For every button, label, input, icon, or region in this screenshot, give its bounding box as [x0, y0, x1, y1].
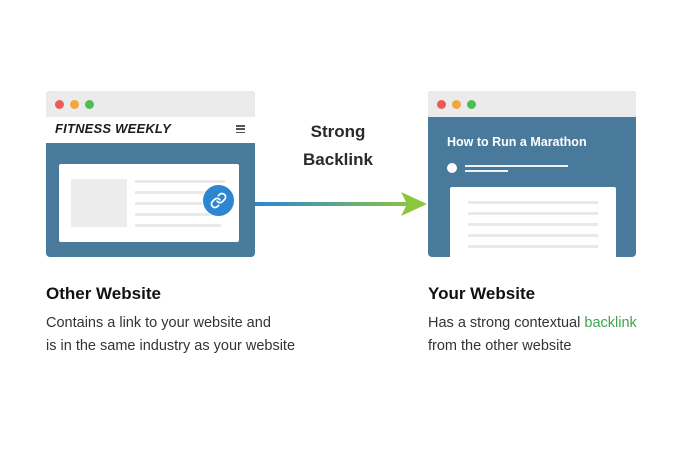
window-minimize-dot — [452, 100, 461, 109]
your-website-desc-line1: Has a strong contextual backlink — [428, 315, 637, 331]
your-website-title: Your Website — [428, 284, 536, 303]
window-maximize-dot — [85, 100, 94, 109]
article-title: How to Run a Marathon — [447, 135, 587, 149]
site-nav-bar: FITNESS WEEKLY — [46, 117, 255, 143]
text-line-placeholder — [135, 191, 225, 194]
byline-line — [465, 165, 568, 167]
text-line-placeholder — [468, 212, 598, 215]
window-close-dot — [437, 100, 446, 109]
text-line-placeholder — [468, 245, 598, 248]
window-close-dot — [55, 100, 64, 109]
text-line-placeholder — [468, 201, 598, 204]
window-title-bar — [428, 91, 636, 117]
other-website-desc-line1: Contains a link to your website and — [46, 315, 271, 331]
backlink-highlight: backlink — [584, 315, 637, 331]
window-title-bar — [46, 91, 255, 117]
author-avatar — [447, 163, 457, 173]
byline-line — [465, 170, 508, 172]
your-website-window: How to Run a Marathon — [428, 91, 636, 257]
text-line-placeholder — [135, 202, 225, 205]
hamburger-menu-icon — [236, 125, 245, 134]
arrow-label-line2: Backlink — [303, 150, 373, 169]
text-line-placeholder — [135, 213, 223, 216]
text-line-placeholder — [135, 224, 221, 227]
article-body — [450, 187, 616, 257]
desc-prefix: Has a strong contextual — [428, 315, 585, 331]
your-website-desc-line2: from the other website — [428, 338, 572, 354]
image-placeholder — [71, 179, 127, 227]
text-line-placeholder — [135, 180, 225, 183]
window-minimize-dot — [70, 100, 79, 109]
backlink-arrow — [255, 192, 427, 216]
other-website-title: Other Website — [46, 284, 161, 303]
other-website-desc-line2: is in the same industry as your website — [46, 338, 296, 354]
arrow-label-line1: Strong — [310, 122, 366, 141]
link-icon — [202, 184, 235, 217]
text-line-placeholder — [468, 223, 598, 226]
window-maximize-dot — [467, 100, 476, 109]
other-website-window: FITNESS WEEKLY — [46, 91, 255, 257]
text-line-placeholder — [468, 234, 598, 237]
site-brand-logo: FITNESS WEEKLY — [55, 121, 171, 136]
